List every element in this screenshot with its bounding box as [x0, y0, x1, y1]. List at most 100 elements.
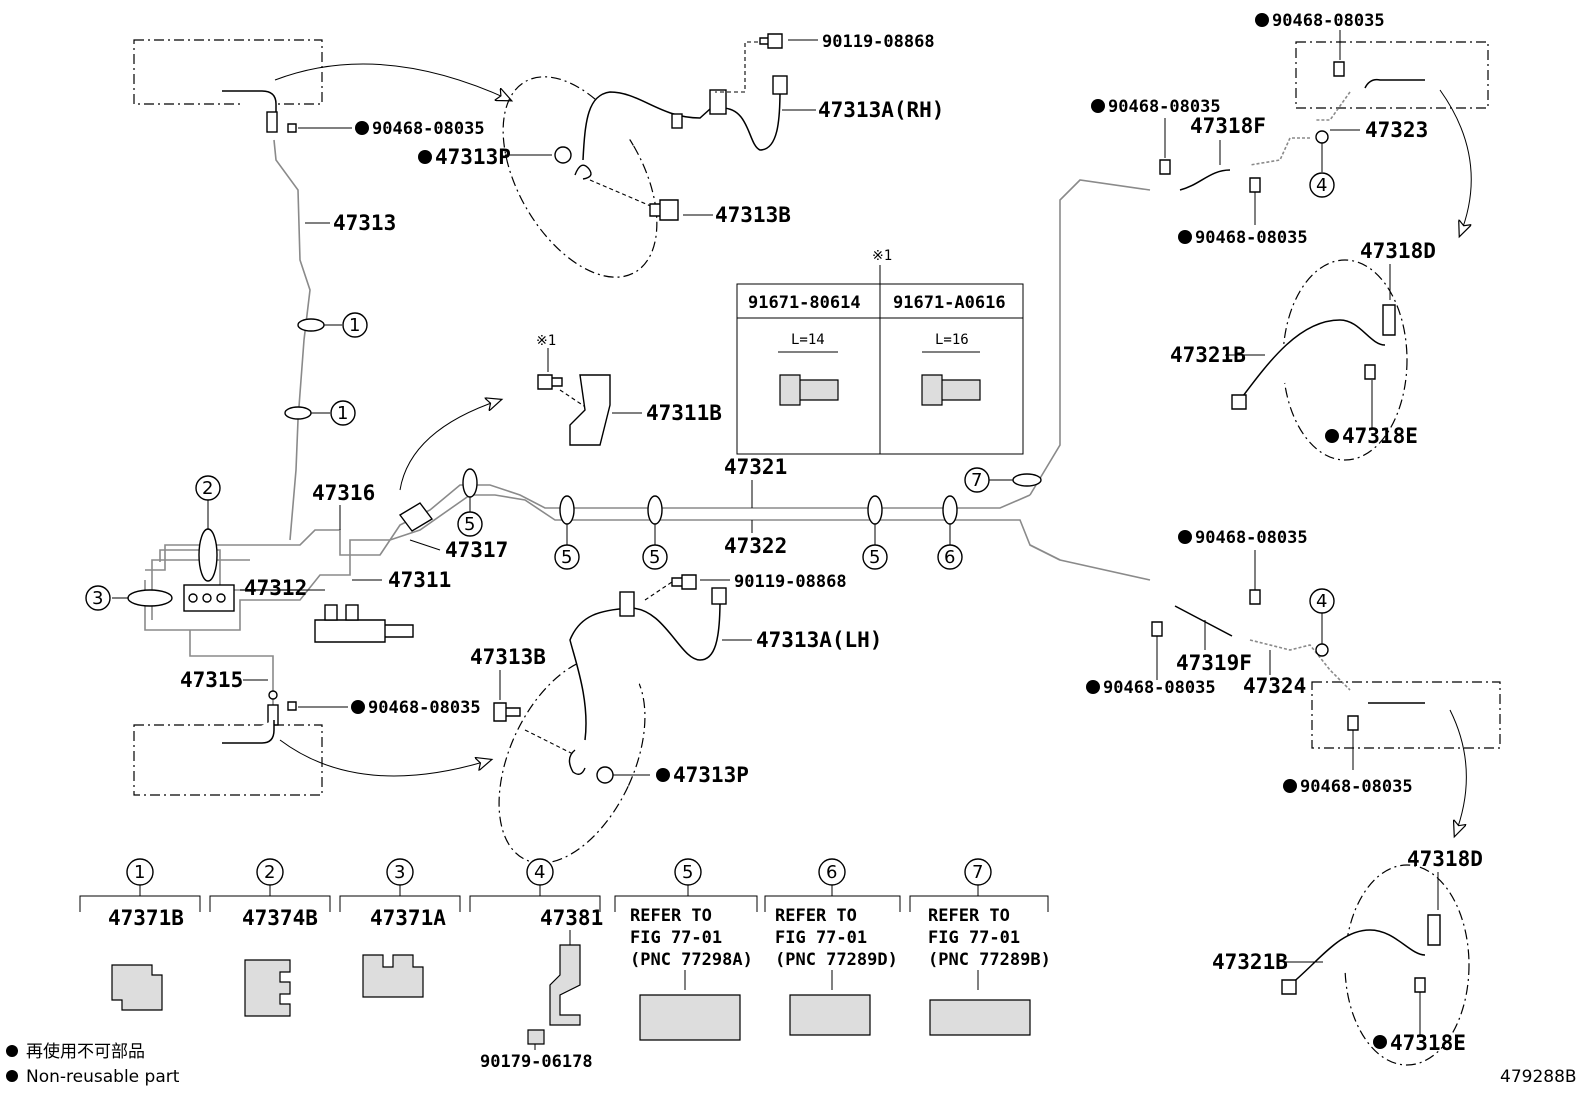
- line-47322: [144, 494, 1061, 631]
- arrow-top-right: [1439, 89, 1472, 235]
- label-47321B-bottom: 47321B: [1212, 950, 1288, 974]
- clamp-icon-7: [929, 999, 1031, 1036]
- detail-frame-bottom-left: [133, 724, 323, 796]
- label-47316: 47316: [312, 481, 375, 505]
- arrow-bottom-right: [1449, 709, 1467, 835]
- detail-frame-bottom-right: [1311, 681, 1501, 749]
- label-90119-bottom: 90119-08868: [734, 572, 847, 592]
- label-47313P-top: 47313P: [435, 145, 511, 169]
- svg-text:4: 4: [1316, 591, 1327, 612]
- svg-text:REFER TO: REFER TO: [630, 906, 712, 926]
- callout-3: [85, 585, 111, 611]
- legend-jp: 再使用不可部品: [26, 1041, 145, 1062]
- clamp-1-b: [284, 406, 312, 420]
- svg-text:FIG 77-01: FIG 77-01: [775, 928, 867, 948]
- label-47311: 47311: [388, 568, 451, 592]
- svg-text:L=16: L=16: [935, 332, 969, 348]
- clip-label-bottom-left: 90468-08035: [368, 698, 481, 718]
- bolt-90119-bottom: [671, 574, 697, 590]
- svg-text:4: 4: [534, 862, 545, 883]
- legend-en: Non-reusable part: [26, 1067, 180, 1087]
- clamp-1-a: [297, 318, 325, 332]
- label-90119-top: 90119-08868: [822, 32, 935, 52]
- svg-text:REFER TO: REFER TO: [775, 906, 857, 926]
- clip-label-r6: 90468-08035: [1300, 777, 1413, 797]
- clip-label-r4: 90468-08035: [1195, 528, 1308, 548]
- clip-label-r2: 90468-08035: [1108, 97, 1221, 117]
- clamp-5-c: [647, 495, 663, 525]
- footer-legend: 再使用不可部品 Non-reusable part 479288B: [6, 1041, 1577, 1087]
- bracket-rh: [709, 89, 727, 115]
- clamp-3: [127, 589, 173, 607]
- label-47323: 47323: [1365, 118, 1428, 142]
- label-47312: 47312: [244, 576, 307, 600]
- clamp-icon-1: [111, 964, 163, 1011]
- label-47313: 47313: [333, 211, 396, 235]
- hose-47313A-rh: [721, 89, 781, 151]
- svg-text:3: 3: [92, 588, 103, 609]
- arrow-47311B: [399, 400, 500, 491]
- label-47313P-bottom: 47313P: [673, 763, 749, 787]
- bolt-table: ※1 91671-80614 91671-A0616 L=14 L=16: [736, 248, 1024, 455]
- svg-text:5: 5: [869, 547, 880, 568]
- svg-text:5: 5: [682, 862, 693, 883]
- arrow-top-left: [274, 63, 510, 100]
- rear-left-group: 90468-08035 47319F 90468-08035 47324 4 9…: [1086, 528, 1501, 1066]
- svg-text:(PNC 77289D): (PNC 77289D): [775, 950, 898, 970]
- detail-ellipse-rh: [502, 76, 658, 278]
- bolt-col1: 91671-80614: [748, 293, 861, 313]
- brake-line-47313: [273, 139, 311, 541]
- line-rr: [1029, 179, 1151, 496]
- svg-text:2: 2: [202, 478, 213, 499]
- clip-label-r5: 90468-08035: [1103, 678, 1216, 698]
- svg-text:1: 1: [349, 315, 360, 336]
- washer-47313P-top: [554, 146, 572, 164]
- svg-text:5: 5: [649, 547, 660, 568]
- callout-1-a: [342, 312, 368, 338]
- detail-ellipse-lh: [498, 656, 646, 864]
- label-47313A-rh: 47313A(RH): [818, 98, 944, 122]
- detail-frame-top-left: [133, 39, 323, 105]
- svg-text:5: 5: [464, 514, 475, 535]
- label-47322: 47322: [724, 534, 787, 558]
- clip-label-top-left: 90468-08035: [372, 119, 485, 139]
- svg-text:3: 3: [394, 862, 405, 883]
- label-47315: 47315: [180, 668, 243, 692]
- clip-icon-top-left: [287, 123, 297, 133]
- label-47318E-top: 47318E: [1342, 424, 1418, 448]
- label-47318E-bottom: 47318E: [1390, 1031, 1466, 1055]
- svg-text:5: 5: [561, 547, 572, 568]
- front-rh-hose-detail: 90119-08868 47313A(RH) 47313B 47313P: [418, 32, 944, 278]
- clip-label-r3: 90468-08035: [1195, 228, 1308, 248]
- non-reusable-mark: [355, 121, 369, 135]
- clamp-7: [1012, 473, 1042, 487]
- bolt-col2: 91671-A0616: [893, 293, 1006, 313]
- label-47319F: 47319F: [1176, 651, 1252, 675]
- main-lines: 47312 47311 47316 47317 2 3 5 5 5: [85, 179, 1151, 643]
- rear-right-group: 90468-08035 47323 4 90468-08035 47318F 9…: [1091, 11, 1489, 461]
- bolt-47313B-bottom: [493, 702, 521, 722]
- bolt-90119-top: [759, 33, 783, 49]
- clamp-icon-3: [362, 954, 424, 998]
- front-right-hose-group: 90468-08035 47313 1 1: [133, 39, 510, 541]
- front-lh-hose-detail: 90119-08868 47313A(LH) 47313B 47313P: [470, 572, 882, 864]
- clamp-legend: 1 47371B 2 47374B 3 47371A 4 47381 90179…: [79, 858, 1051, 1072]
- clamp-part-2: 47374B: [242, 906, 318, 930]
- line-rl: [1029, 544, 1151, 581]
- svg-text:7: 7: [972, 862, 983, 883]
- line-47321: [145, 484, 1031, 571]
- diagram-id: 479288B: [1500, 1067, 1577, 1087]
- clamp-part-1: 47371B: [108, 906, 184, 930]
- label-47321: 47321: [724, 455, 787, 479]
- svg-text:(PNC 77298A): (PNC 77298A): [630, 950, 753, 970]
- svg-text:2: 2: [264, 862, 275, 883]
- clamp-icon-6: [789, 994, 871, 1036]
- clamp-part-3: 47371A: [370, 906, 446, 930]
- line-47315: [189, 630, 274, 705]
- label-47313A-lh: 47313A(LH): [756, 628, 882, 652]
- joint-47317: [398, 502, 434, 532]
- pipe-47319F: [1174, 605, 1233, 637]
- clamp-sub-4: 90179-06178: [480, 1052, 593, 1072]
- svg-text:6: 6: [944, 547, 955, 568]
- svg-text:7: 7: [971, 470, 982, 491]
